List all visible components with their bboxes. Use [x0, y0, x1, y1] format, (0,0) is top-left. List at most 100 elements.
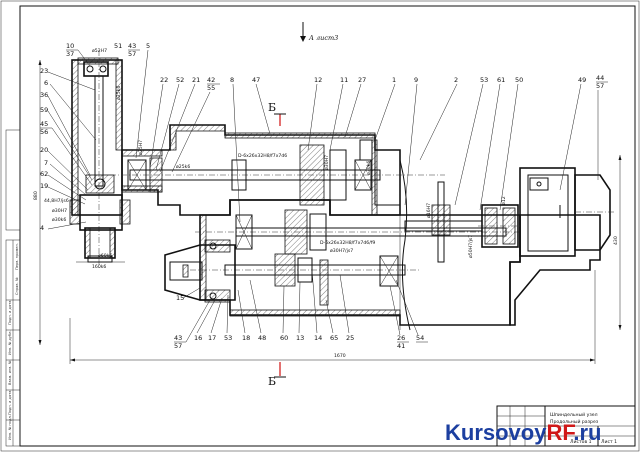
- callout: 52: [176, 76, 184, 84]
- sheets-text: Листов 1: [570, 439, 592, 445]
- callout: 11: [340, 76, 348, 84]
- watermark-main: KursovoyRF.ru: [445, 420, 602, 445]
- fit-label: ø16H7: [426, 203, 432, 218]
- stamp-text-2: Подп. и дата: [8, 391, 12, 415]
- callout: 13: [296, 334, 304, 342]
- callout: 15: [176, 294, 184, 302]
- stamp-text-7: Перв. примен.: [15, 243, 19, 270]
- callout: 47: [252, 76, 260, 84]
- callout: 16: [194, 334, 202, 342]
- view-marker-a: А лист3: [300, 22, 338, 42]
- callout: 14: [314, 334, 322, 342]
- stamp-text-3: Взам. инв. №: [8, 360, 12, 385]
- callout: 60: [280, 334, 288, 342]
- callout: 41: [397, 342, 405, 350]
- fit-label: ø30H7/js7: [330, 248, 353, 254]
- callouts-bottom: 15 43 57 16 17 53 18 48 60 13 14 65 25 2…: [174, 269, 428, 350]
- fit-label: ø25H7: [138, 140, 144, 155]
- callout: 25: [346, 334, 354, 342]
- upper-gearbox: [110, 124, 445, 216]
- callout: 9: [414, 76, 418, 84]
- callout: 2: [454, 76, 458, 84]
- callout: 37: [66, 50, 74, 58]
- motor: [399, 159, 615, 331]
- section-marker-top: Б: [268, 101, 286, 126]
- callout: 49: [578, 76, 586, 84]
- callout: 59: [40, 106, 48, 114]
- svg-text:Б: Б: [268, 375, 276, 388]
- fit-label: D-6x26x32H8/f7x7d6: [238, 153, 287, 159]
- fit-annotations: ø52H7 ø25k6 ø25H7 ø25k6 D-6x26x32H8/f7x7…: [44, 48, 507, 259]
- callout: 26: [397, 334, 405, 342]
- dim-height-right: 430: [613, 236, 619, 245]
- callout: 7: [44, 159, 48, 167]
- callout: 8: [230, 76, 234, 84]
- callout: 6: [44, 79, 48, 87]
- section-marker-bottom: Б: [268, 362, 286, 388]
- callout: 19: [40, 182, 48, 190]
- fit-label: ø12: [501, 196, 507, 205]
- left-spindle-head: [69, 50, 131, 270]
- callout: 17: [208, 334, 216, 342]
- fit-label: ø30k6: [366, 161, 372, 175]
- callout: 21: [192, 76, 200, 84]
- callout: 53: [224, 334, 232, 342]
- callout: 27: [358, 76, 366, 84]
- subtitle-text: Продольный разрез: [550, 418, 599, 425]
- callout: 50: [515, 76, 523, 84]
- callout: 55: [207, 84, 215, 92]
- callouts-top: 10 37 51 43 57 5 22 52 21 42 55 8 47 12 …: [66, 42, 608, 223]
- callout: 44: [596, 74, 604, 82]
- callouts-left: 23 6 36 59 45 56 20 7 62 19 4: [40, 67, 97, 232]
- stamp-text-6: Справ. №: [15, 277, 19, 295]
- watermark-accent: RF: [546, 420, 575, 445]
- callout: 57: [128, 50, 136, 58]
- title-block: Шпиндельный узел Продольный разрез Лист …: [496, 405, 636, 447]
- title-text: Шпиндельный узел: [550, 411, 598, 418]
- callout: 48: [258, 334, 266, 342]
- spindle-nose: [164, 239, 236, 303]
- callout: 56: [40, 128, 48, 136]
- left-stamp-strip: Инв. № подл. Подп. и дата Взам. инв. № И…: [5, 129, 21, 447]
- callout: 23: [40, 67, 48, 75]
- fit-label: ø50H7/js7: [468, 235, 474, 258]
- fit-label: ø25k6: [176, 164, 190, 170]
- dimension-lines: 1670 880 430 160k6: [33, 60, 622, 364]
- dim-height-left: 880: [33, 191, 39, 200]
- sheet-text: Лист 1: [601, 439, 617, 445]
- watermark-tld: .ru: [573, 420, 601, 445]
- callout: 36: [40, 91, 48, 99]
- fit-label: ø60k6: [98, 253, 112, 259]
- callout: 1: [392, 76, 396, 84]
- fit-label: ø30H7: [52, 208, 67, 214]
- stamp-text-1: Инв. № подл.: [8, 415, 12, 440]
- fit-label: ø30H7: [324, 155, 330, 170]
- callout: 22: [160, 76, 168, 84]
- callout: 57: [596, 82, 604, 90]
- callout: 43: [174, 334, 182, 342]
- callout: 4: [40, 224, 44, 232]
- lower-gearbox: [190, 199, 521, 326]
- watermark-base: Kursovoy: [445, 420, 547, 445]
- fit-label: ø52H7: [92, 48, 107, 54]
- stamp-text-5: Подп. и дата: [8, 301, 12, 325]
- view-marker-label: А лист3: [308, 34, 338, 42]
- callout: 62: [40, 170, 48, 178]
- dim-width: 1670: [334, 353, 346, 359]
- fit-label: ø30k6: [52, 217, 66, 223]
- callout: 54: [416, 334, 424, 342]
- callout: 10: [66, 42, 74, 50]
- callout: 65: [330, 334, 338, 342]
- callout: 12: [314, 76, 322, 84]
- callout: 20: [40, 146, 48, 154]
- svg-text:Б: Б: [268, 101, 276, 114]
- callout: 53: [480, 76, 488, 84]
- callout: 57: [174, 342, 182, 350]
- callout: 43: [128, 42, 136, 50]
- callout: 18: [242, 334, 250, 342]
- watermark: KursovoyRF.ru: [445, 420, 602, 445]
- callout: 45: [40, 120, 48, 128]
- stamp-text-4: Инв. № дубл.: [8, 330, 12, 355]
